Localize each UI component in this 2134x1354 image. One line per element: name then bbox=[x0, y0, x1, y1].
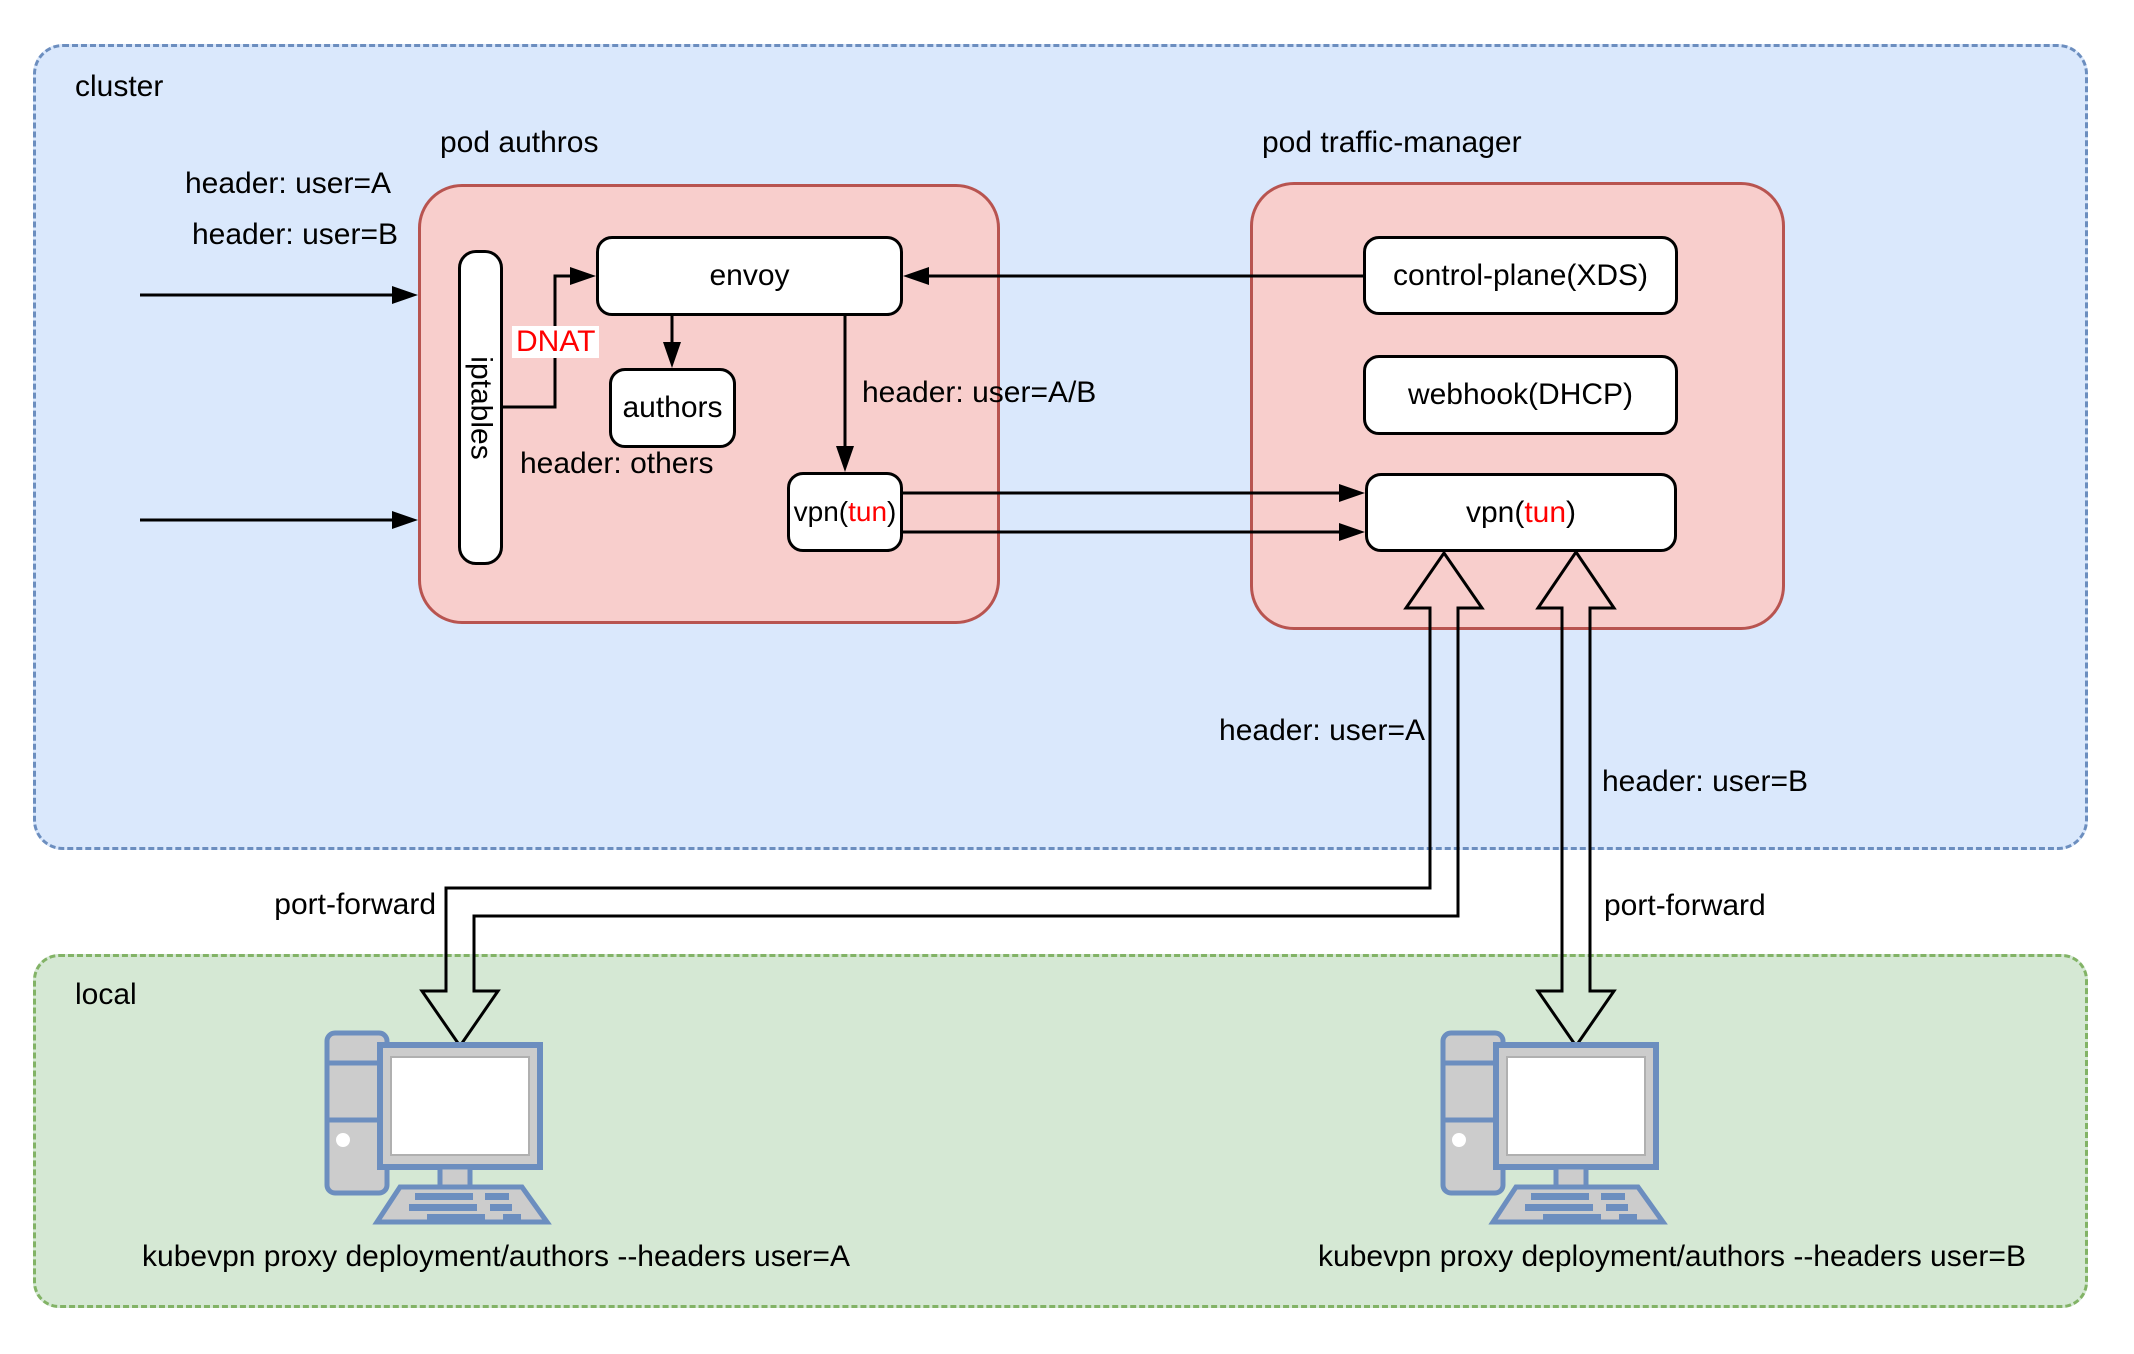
incoming-arrow-user-a bbox=[140, 286, 418, 304]
cluster-label: cluster bbox=[75, 70, 164, 103]
header-user-a-ingress-label: header: user=A bbox=[185, 167, 391, 200]
iptables-label: iptables bbox=[464, 355, 498, 460]
authors-label: authors bbox=[622, 391, 723, 424]
vpn-tun-node-tm: vpn(tun) bbox=[1365, 473, 1677, 552]
pod-authros-title: pod authros bbox=[440, 126, 599, 159]
computer-a-icon bbox=[324, 1030, 552, 1225]
incoming-arrow-user-b bbox=[140, 511, 418, 529]
caption-kubevpn-user-b: kubevpn proxy deployment/authors --heade… bbox=[1318, 1240, 2026, 1273]
vpn-to-vpn-arrow-2 bbox=[903, 523, 1365, 541]
header-user-b-ingress-label: header: user=B bbox=[192, 218, 398, 251]
control-plane-label: control-plane(XDS) bbox=[1392, 258, 1649, 292]
iptables-node: iptables bbox=[458, 250, 503, 565]
header-user-ab-label: header: user=A/B bbox=[862, 376, 1097, 409]
webhook-node: webhook(DHCP) bbox=[1363, 355, 1678, 435]
dnat-label: DNAT bbox=[512, 326, 600, 358]
tunnel-arrow-user-a bbox=[419, 550, 1485, 1049]
vpn-tun-node-authros: vpn(tun) bbox=[787, 472, 903, 552]
envoy-label: envoy bbox=[709, 259, 790, 292]
vpn-tm-label-tun: tun bbox=[1524, 495, 1567, 529]
envoy-node: envoy bbox=[596, 236, 903, 316]
vpn-tm-label-pre: vpn( bbox=[1465, 495, 1525, 529]
header-user-a-tunnel-label: header: user=A bbox=[1219, 714, 1425, 747]
authors-node: authors bbox=[609, 368, 736, 448]
webhook-label: webhook(DHCP) bbox=[1407, 378, 1634, 411]
control-plane-to-envoy-arrow bbox=[903, 267, 1363, 285]
vpn-to-vpn-arrow-1 bbox=[903, 484, 1365, 502]
header-others-label: header: others bbox=[520, 447, 714, 480]
port-forward-left-label: port-forward bbox=[274, 888, 436, 921]
header-user-b-tunnel-label: header: user=B bbox=[1602, 765, 1808, 798]
vpn-tm-label-post: ) bbox=[1566, 495, 1577, 529]
vpn-label-post: ) bbox=[887, 496, 897, 527]
envoy-to-vpn-arrow bbox=[836, 316, 854, 472]
vpn-label-pre: vpn( bbox=[793, 496, 849, 527]
envoy-to-authors-arrow bbox=[663, 316, 681, 368]
control-plane-node: control-plane(XDS) bbox=[1363, 236, 1678, 315]
computer-b-icon bbox=[1440, 1030, 1668, 1225]
caption-kubevpn-user-a: kubevpn proxy deployment/authors --heade… bbox=[142, 1240, 850, 1273]
vpn-label-tun: tun bbox=[848, 496, 888, 527]
pod-traffic-manager-title: pod traffic-manager bbox=[1262, 126, 1522, 159]
port-forward-right-label: port-forward bbox=[1604, 889, 1766, 922]
local-label: local bbox=[75, 978, 137, 1011]
tunnel-arrow-user-b bbox=[1535, 549, 1617, 1049]
